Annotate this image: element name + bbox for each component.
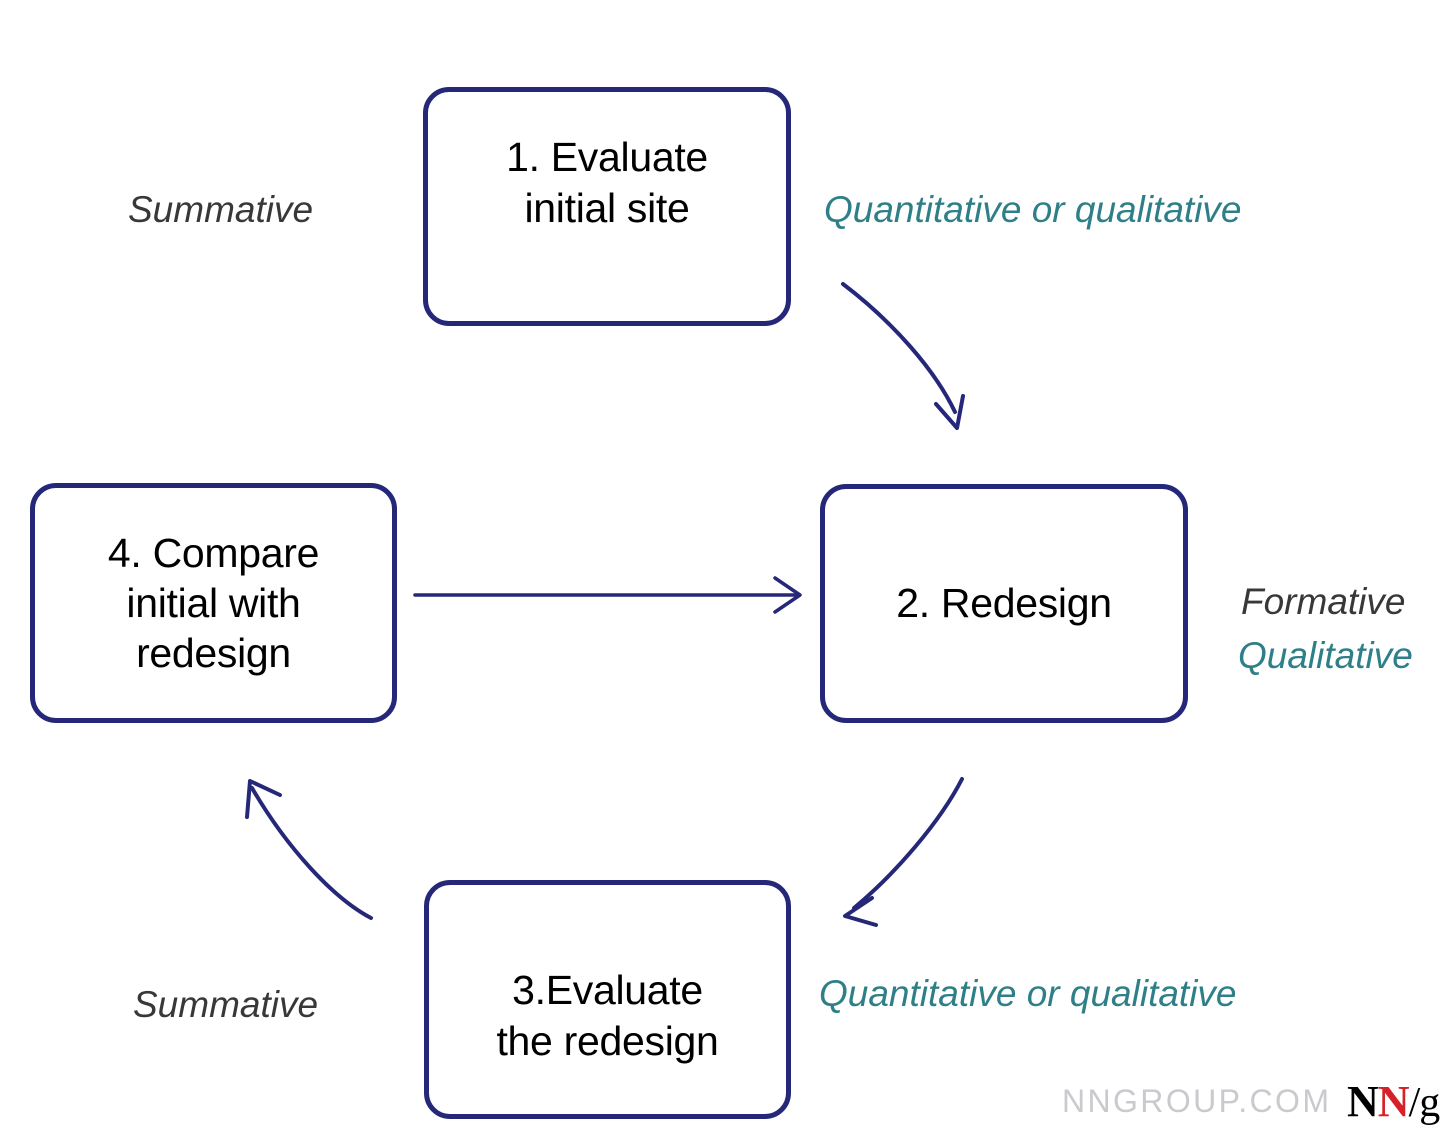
arrow-node1-to-node2 <box>841 282 965 430</box>
logo-g: g <box>1419 1080 1440 1126</box>
process-node-redesign[interactable]: 2. Redesign <box>820 484 1188 723</box>
annotation-summative-top: Summative <box>128 189 314 230</box>
arrow-node3-to-node4 <box>245 779 373 920</box>
annotation-qualitative: Qualitative <box>1238 635 1413 676</box>
annotation-summative-bottom: Summative <box>133 984 319 1025</box>
footer-wordmark: NNGROUP.COM <box>1062 1083 1332 1119</box>
arrow-node2-to-node3 <box>843 777 964 927</box>
logo-slash: / <box>1408 1080 1421 1126</box>
logo-n-first: N <box>1347 1077 1379 1126</box>
logo-n-second: N <box>1377 1077 1410 1126</box>
nng-logo: NN/g <box>1347 1076 1440 1127</box>
arrow-node4-to-node2 <box>413 576 802 614</box>
node-2-label: 2. Redesign <box>896 580 1112 627</box>
annotation-quantitative-or-qualitative-top: Quantitative or qualitative <box>824 189 1242 230</box>
annotation-quantitative-or-qualitative-bottom: Quantitative or qualitative <box>819 973 1237 1014</box>
annotation-formative: Formative <box>1241 581 1406 622</box>
